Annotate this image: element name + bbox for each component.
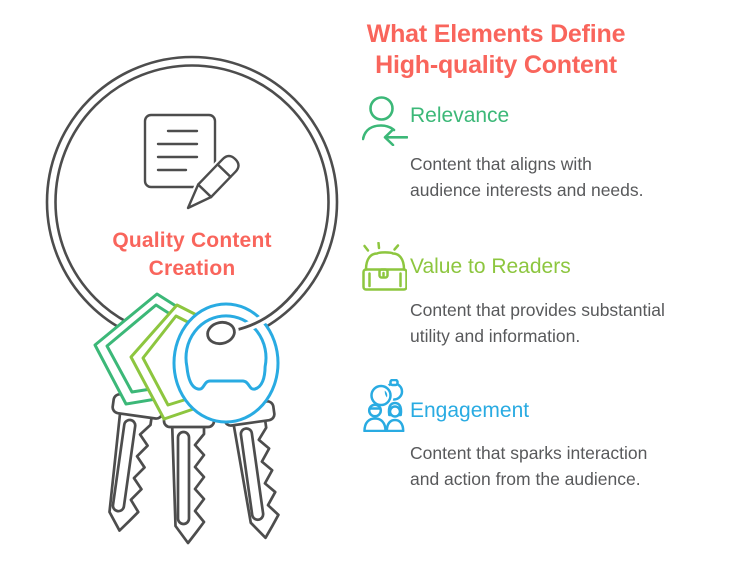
key-blade-left	[108, 392, 165, 532]
section-desc-relevance: Content that aligns with audience intere…	[410, 151, 644, 203]
page-title: What Elements Define High-quality Conten…	[346, 19, 646, 81]
illustration-label-line1: Quality Content	[112, 229, 272, 252]
key-blade-middle	[162, 406, 216, 545]
key-blades	[108, 392, 280, 545]
section-desc-value-line1: Content that provides substantial	[410, 300, 665, 320]
treasure-chest-icon	[362, 242, 407, 291]
document-pencil-icon	[143, 113, 242, 212]
page-title-line1: What Elements Define	[366, 20, 626, 48]
illustration-label-line2: Creation	[148, 257, 236, 280]
section-desc-value: Content that provides substantial utilit…	[410, 297, 665, 349]
keyring-keys-illustration	[45, 55, 339, 545]
people-rings-icon	[363, 379, 405, 432]
section-label-relevance: Relevance	[410, 104, 510, 127]
section-desc-value-line2: utility and information.	[410, 326, 581, 346]
section-desc-relevance-line2: audience interests and needs.	[410, 180, 644, 200]
person-arrow-icon	[362, 96, 408, 146]
section-desc-relevance-line1: Content that aligns with	[410, 154, 592, 174]
section-label-value: Value to Readers	[410, 255, 571, 278]
keyring-wire	[203, 288, 298, 349]
keyring-loop	[203, 317, 239, 349]
page-title-line2: High-quality Content	[375, 51, 617, 79]
illustration-label: Quality Content Creation	[42, 227, 342, 283]
section-desc-engagement-line1: Content that sparks interaction	[410, 443, 648, 463]
section-label-engagement: Engagement	[410, 399, 530, 422]
section-desc-engagement: Content that sparks interaction and acti…	[410, 440, 647, 492]
section-desc-engagement-line2: and action from the audience.	[410, 469, 641, 489]
